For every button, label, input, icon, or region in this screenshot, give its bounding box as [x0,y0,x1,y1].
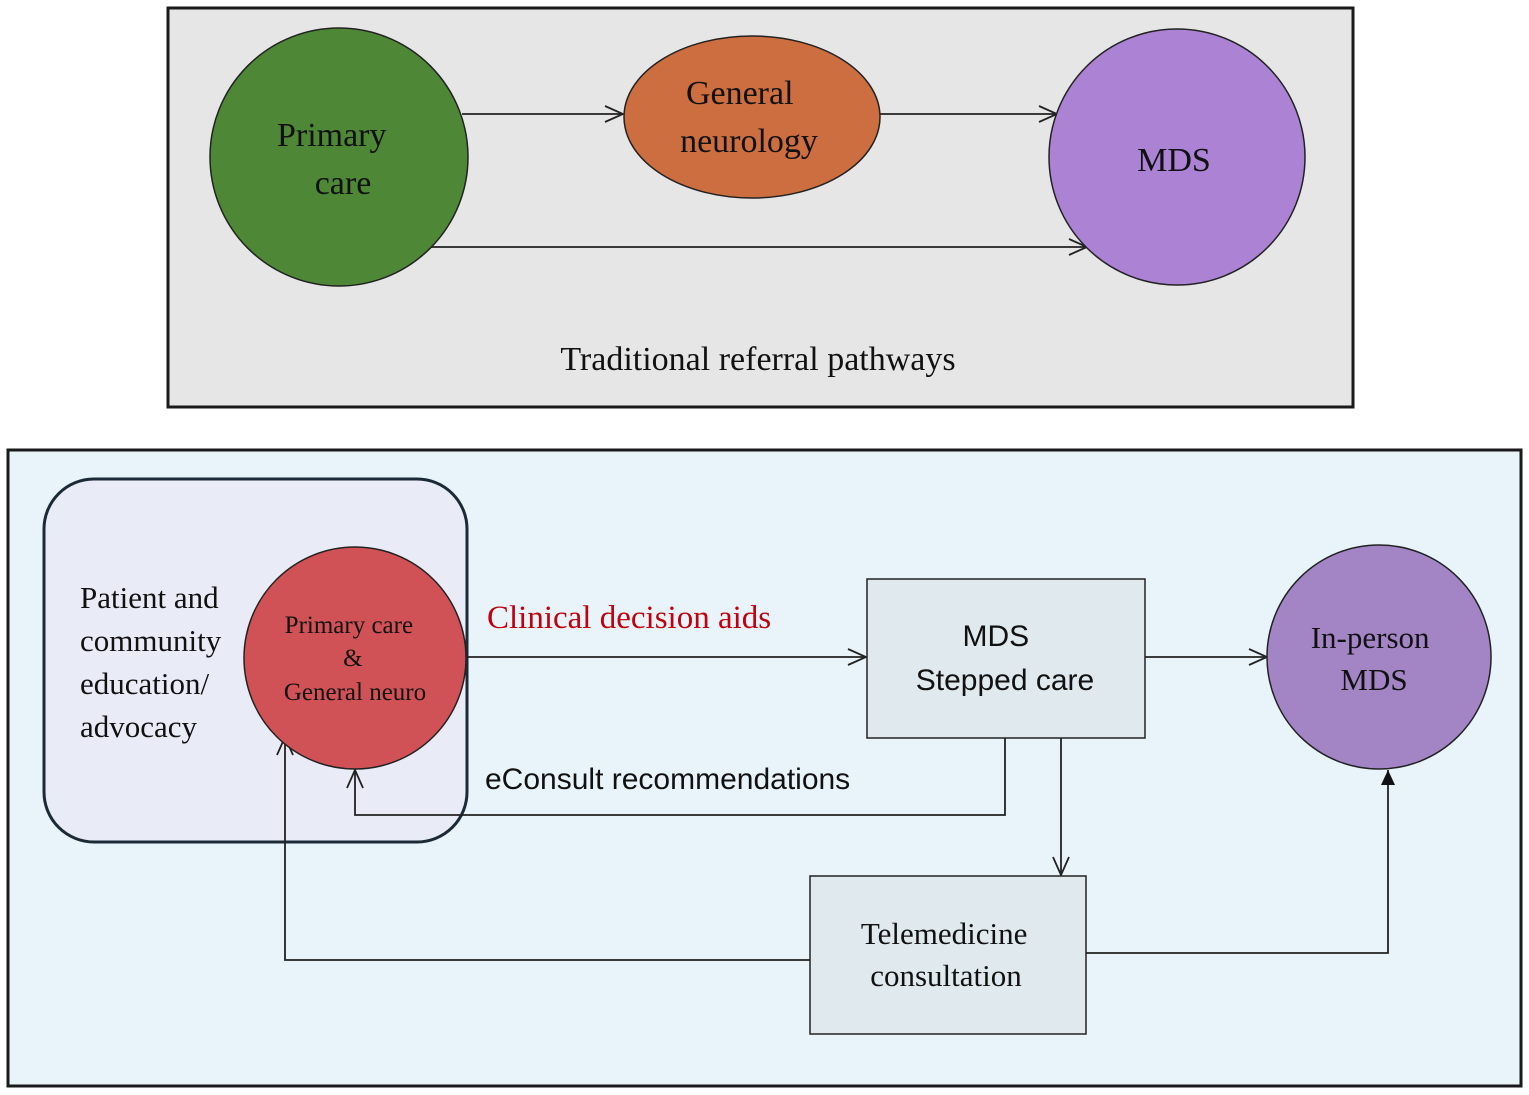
mds-stepped-care-line2: Stepped care [916,664,1094,697]
primary-care-circle [209,27,469,287]
primary-general-label-line3: General neuro [284,679,426,706]
general-neurology-node: General neurology [623,35,881,199]
proposed-pathways-panel: Patient and community education/ advocac… [6,448,1523,1088]
general-neurology-ellipse [623,35,881,199]
svg-text:Primary care: Primary care [277,117,395,202]
in-person-mds-line2: MDS [1340,662,1407,697]
education-label-line2: community [80,623,222,658]
svg-text:In-person MDS: In-person MDS [1311,620,1438,697]
svg-text:Primary care &: Primary care & General neuro [284,612,426,706]
traditional-caption: Traditional referral pathways [560,341,955,378]
traditional-pathways-panel: Primary care General neurology MDS Tradi… [166,6,1355,409]
primary-general-neuro-node: Primary care & General neuro [243,546,467,770]
in-person-mds-circle [1266,544,1492,770]
primary-care-label-line1: Primary [277,117,387,154]
primary-care-node: Primary care [209,27,469,287]
education-label-line3: education/ [80,666,210,701]
in-person-mds-line1: In-person [1311,620,1430,655]
mds-stepped-care-node: MDS Stepped care [866,578,1146,739]
telemedicine-line1: Telemedicine [861,916,1028,951]
arrow-telemedicine-to-in-person [1086,770,1395,954]
mds-circle [1048,28,1306,286]
mds-stepped-care-line1: MDS [962,620,1029,653]
clinical-decision-aids-label: Clinical decision aids [487,600,771,636]
primary-general-label-line2: & [343,645,362,672]
svg-text:Telemedicine consultat: Telemedicine consultation [861,916,1035,993]
education-label-line1: Patient and [80,580,219,615]
svg-text:General neurology: General neurology [680,75,818,160]
telemedicine-box [809,875,1087,1035]
svg-text:Patient and community: Patient and community education/ advocac… [80,580,229,744]
econsult-recommendations-label: eConsult recommendations [485,763,850,796]
telemedicine-line2: consultation [870,958,1022,993]
mds-label: MDS [1137,142,1211,179]
general-neurology-label-line2: neurology [680,123,818,160]
primary-general-neuro-circle [243,546,467,770]
telemedicine-node: Telemedicine consultation [809,875,1087,1035]
mds-node: MDS [1048,28,1306,286]
general-neurology-label-line1: General [686,75,794,112]
primary-general-label-line1: Primary care [285,612,413,639]
education-label-line4: advocacy [80,709,198,744]
svg-text:MDS Stepped care: MDS Stepped care [916,620,1094,697]
mds-stepped-care-box [866,578,1146,739]
in-person-mds-node: In-person MDS [1266,544,1492,770]
arrow-econsult-recommendations [355,738,1006,816]
arrow-telemedicine-to-primary [285,737,810,961]
primary-care-label-line2: care [315,165,372,202]
